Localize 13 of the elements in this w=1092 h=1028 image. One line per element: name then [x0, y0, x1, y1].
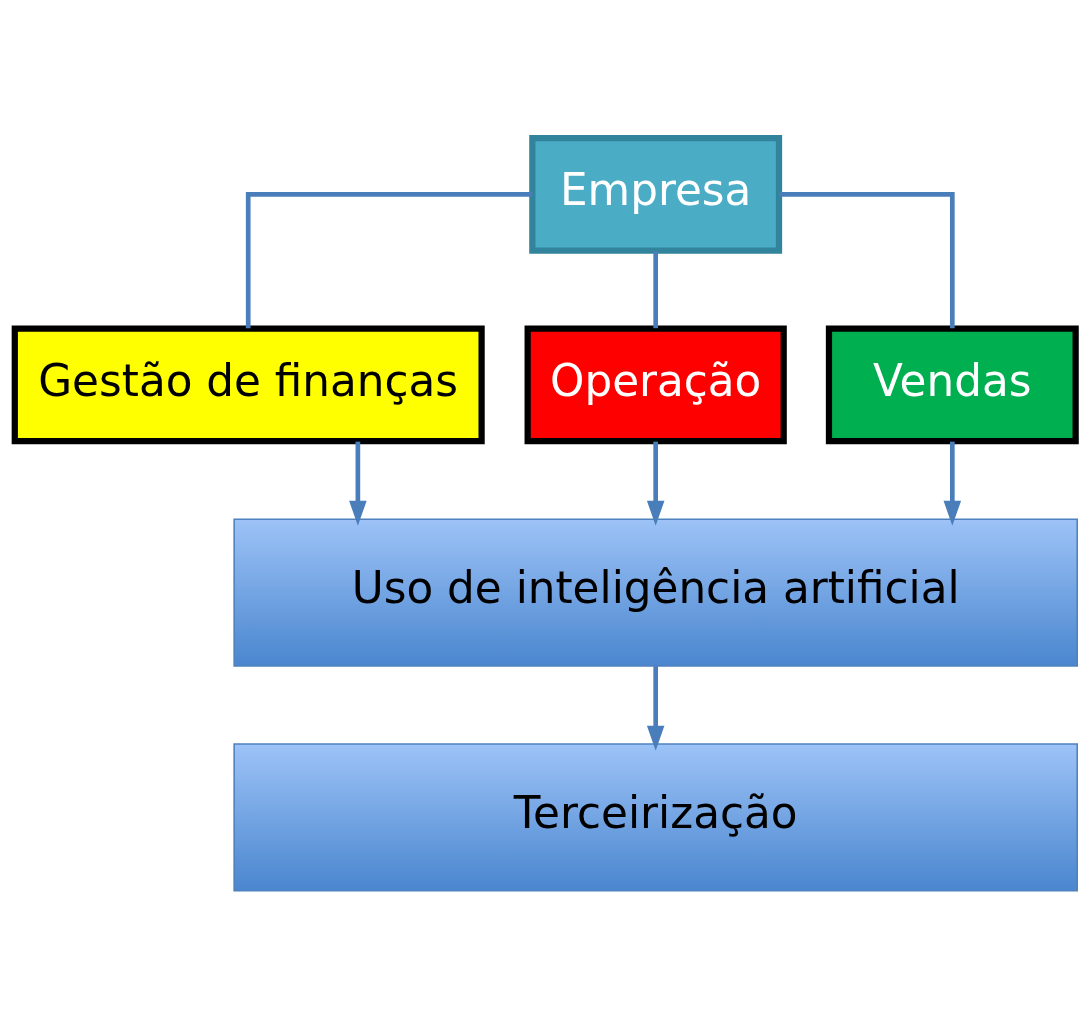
node-box: Empresa — [529, 134, 783, 254]
arrow — [349, 441, 367, 526]
arrow — [646, 665, 665, 751]
connector — [245, 191, 533, 328]
node-box: Terceirização — [233, 742, 1078, 892]
connector — [779, 191, 955, 328]
node-box: Operação — [524, 325, 787, 444]
arrow — [646, 441, 665, 526]
connector — [653, 250, 658, 328]
node-box: Vendas — [825, 325, 1079, 444]
node-box: Uso de inteligência artificial — [233, 517, 1078, 667]
node-box: Gestão de finanças — [11, 325, 485, 444]
arrow — [943, 441, 962, 526]
